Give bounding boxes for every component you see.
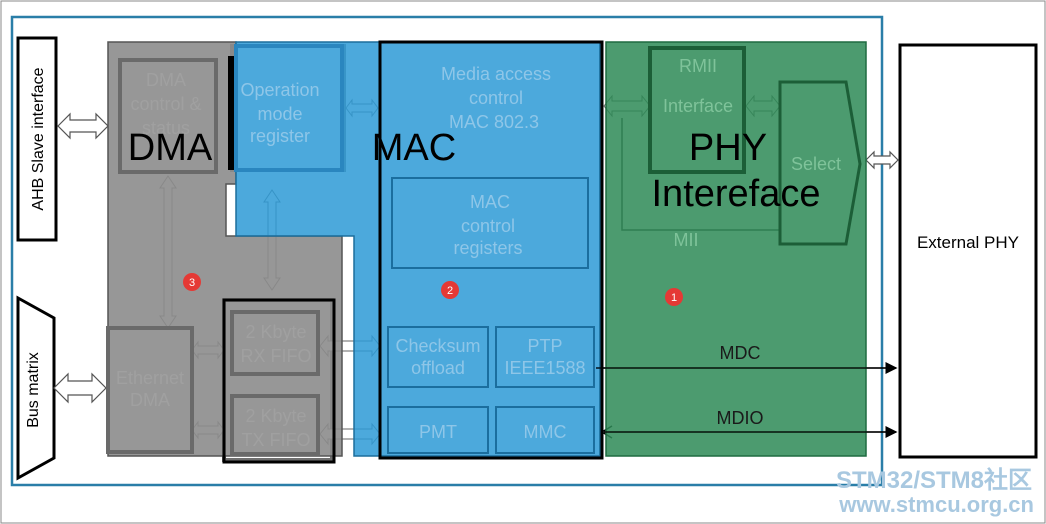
ahb-label: AHB Slave interface <box>30 67 47 210</box>
phy-overlay-title-line2: Intereface <box>652 173 821 215</box>
pmt-overlay <box>387 406 489 454</box>
ahb-slave-interface-box <box>16 36 58 242</box>
marker-3-label: 3 <box>189 277 195 289</box>
op-mode-line3: register <box>250 126 310 146</box>
operation-mode-box-overlay <box>234 44 344 172</box>
rmii-line1: RMII <box>679 56 717 76</box>
pmt-label: PMT <box>419 422 457 442</box>
phy-select-arrow <box>865 150 899 170</box>
marker-1 <box>665 288 683 306</box>
rx-fifo-line1: 2 Kbyte <box>245 322 306 342</box>
mac-title-line2: control <box>469 88 523 108</box>
mac-title-line3: MAC 802.3 <box>449 112 539 132</box>
rmii-line2: Interface <box>663 96 733 116</box>
tx-fifo-line1: 2 Kbyte <box>245 406 306 426</box>
mdio-label: MDIO <box>717 408 764 428</box>
watermark-line1: STM32/STM8社区 <box>836 466 1032 494</box>
marker-2 <box>441 281 459 299</box>
rmii-overlay <box>648 46 746 174</box>
op-mode-line1: Operation <box>240 80 319 100</box>
op-mode-line2: mode <box>257 104 302 124</box>
tx-fifo-box-overlay <box>230 394 320 456</box>
mac-overlay-title: MAC <box>372 127 456 169</box>
marker-2-label: 2 <box>447 285 453 297</box>
dma-ctrl-line3: status <box>142 118 190 138</box>
ethernet-dma-box-overlay <box>106 326 194 454</box>
mac-control-registers-overlay <box>391 177 589 269</box>
dma-control-status-box-overlay <box>118 58 218 174</box>
ptp-overlay <box>495 326 595 388</box>
marker-3 <box>183 273 201 291</box>
ptp-line1: PTP <box>527 336 562 356</box>
mac-ctrl-line2: control <box>461 216 515 236</box>
dma-ctrl-line1: DMA <box>146 70 186 90</box>
mac-outline-overlay <box>378 40 604 460</box>
mac-ctrl-line1: MAC <box>470 192 510 212</box>
ethernet-dma-line2: DMA <box>130 390 170 410</box>
rx-fifo-line2: RX FIFO <box>241 346 312 366</box>
external-phy-label: External PHY <box>917 233 1019 252</box>
dma-overlay-title: DMA <box>128 127 213 169</box>
external-phy-box <box>898 43 1038 459</box>
mdc-label: MDC <box>720 343 761 363</box>
checksum-overlay <box>387 326 489 388</box>
dma-ctrl-line2: control & <box>130 94 201 114</box>
fifo-group-box-overlay <box>222 298 336 464</box>
ethernet-peripheral-frame <box>10 15 884 487</box>
mac-title-line1: Media access <box>441 64 551 84</box>
phy-interface-region <box>605 41 867 457</box>
bus-matrix-arrow <box>53 372 107 404</box>
tx-fifo-line2: TX FIFO <box>242 430 311 450</box>
bus-matrix-box <box>16 295 56 481</box>
ptp-line2: IEEE1588 <box>504 358 585 378</box>
mmc-overlay <box>495 406 595 454</box>
mac-ctrl-line3: registers <box>453 238 522 258</box>
ethernet-dma-line1: Ethernet <box>116 368 184 388</box>
mmc-label: MMC <box>524 422 567 442</box>
select-label: Select <box>791 154 841 174</box>
checksum-line1: Checksum <box>395 336 480 356</box>
bus-matrix-label: Bus matrix <box>25 352 42 428</box>
phy-overlay-title-line1: PHY <box>689 127 767 169</box>
watermark-line2: www.stmcu.org.cn <box>838 492 1034 517</box>
mii-label: MII <box>674 230 699 250</box>
rx-fifo-box-overlay <box>230 310 320 376</box>
marker-1-label: 1 <box>671 292 677 304</box>
ahb-bus-arrow <box>57 112 109 140</box>
select-overlay <box>778 80 862 246</box>
dma-op-separator <box>228 56 236 170</box>
checksum-line2: offload <box>411 358 465 378</box>
